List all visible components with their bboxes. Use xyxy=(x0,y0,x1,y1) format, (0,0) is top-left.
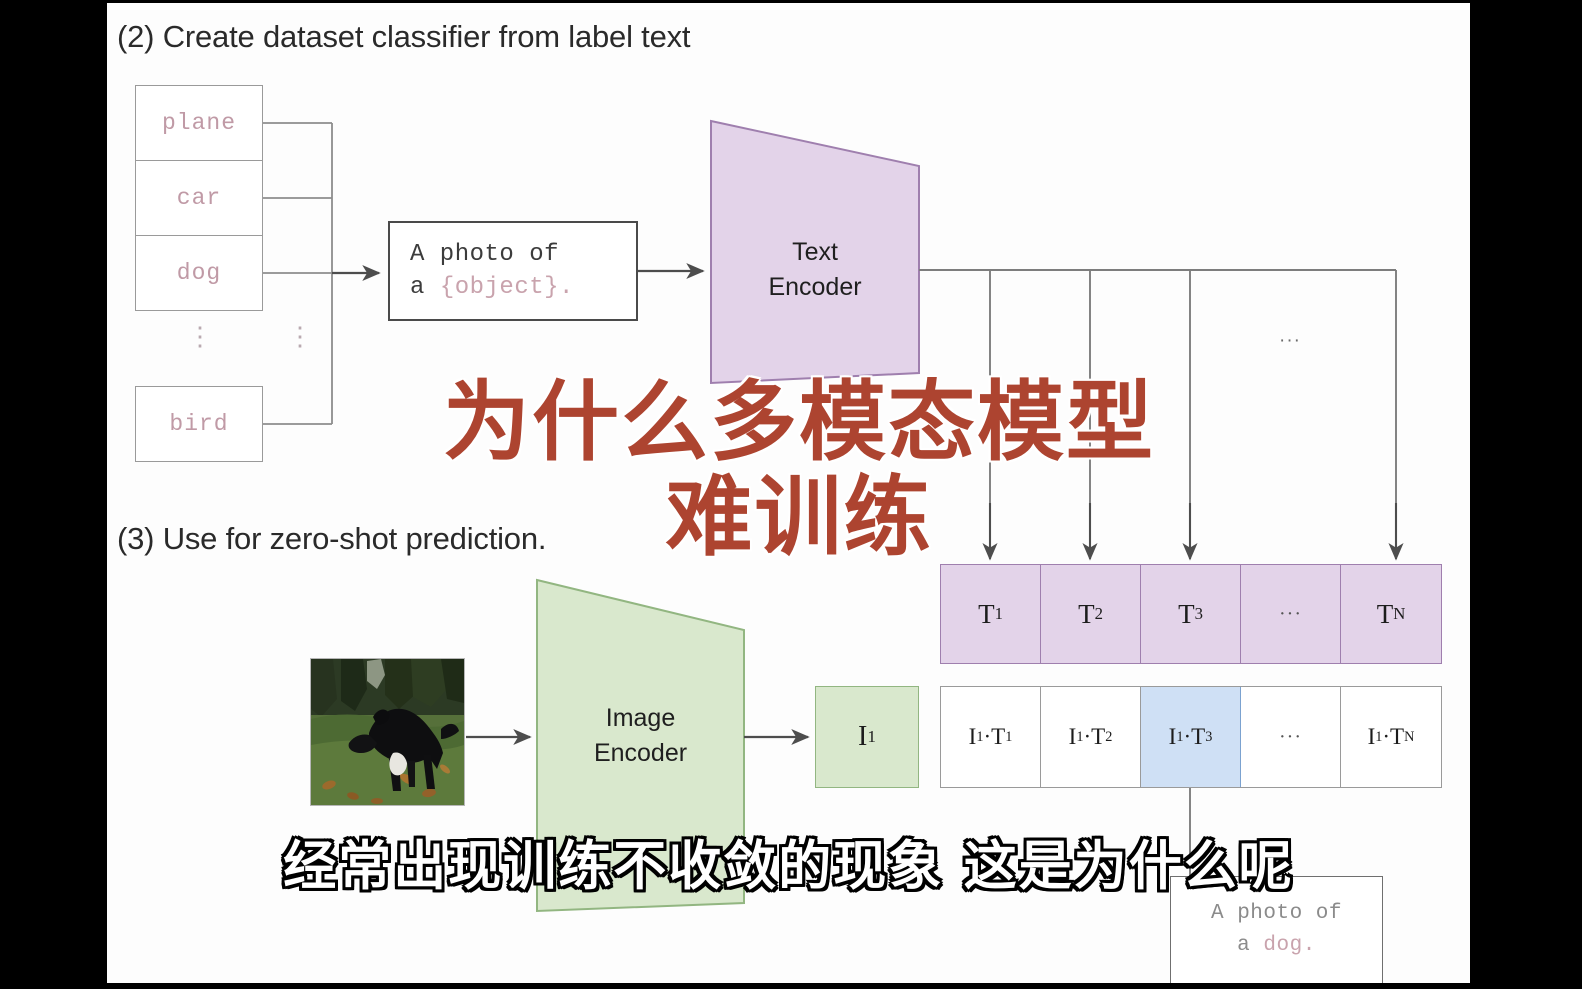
cell-right: T xyxy=(991,724,1006,749)
prompt-object-token: {object}. xyxy=(439,274,574,301)
cell-left-sub: 1 xyxy=(1176,728,1184,745)
video-subtitle-overlay: 经常出现训练不收敛的现象 这是为什么呢 xyxy=(283,836,1294,897)
cell-right: T xyxy=(1091,724,1106,749)
cell-dot: · xyxy=(1183,724,1192,749)
prompt-template-box[interactable]: A photo of a {object}. xyxy=(388,221,638,321)
step-3-heading: (3) Use for zero-shot prediction. xyxy=(117,521,547,556)
label-box-plane[interactable]: plane xyxy=(135,85,263,161)
diagram-wires xyxy=(263,119,1404,913)
cell-left: I xyxy=(1367,724,1376,749)
cell-base: T xyxy=(978,598,995,629)
cell-sub: 2 xyxy=(1094,604,1103,623)
vertical-ellipsis-labels: ⋮ xyxy=(187,322,213,351)
vertical-ellipsis-wires: ⋮ xyxy=(287,322,313,351)
result-line-2: a dog. xyxy=(1237,930,1316,962)
prompt-line-1: A photo of xyxy=(410,241,560,268)
result-line-2-prefix: a xyxy=(1237,934,1264,957)
cell-base: T xyxy=(1078,598,1095,629)
result-predicted-word: dog. xyxy=(1263,934,1316,957)
cell-right-sub: 1 xyxy=(1005,728,1013,745)
cell-dot: · xyxy=(1083,724,1092,749)
cell-left-sub: 1 xyxy=(976,728,984,745)
cell-left: I xyxy=(1068,724,1077,749)
video-title-overlay: 为什么多模态模型 难训练 xyxy=(443,371,1155,568)
cell-right-sub: 3 xyxy=(1205,728,1213,745)
cell-right: T xyxy=(1390,724,1405,749)
cell-dot: · xyxy=(1382,724,1391,749)
prompt-line-2-prefix: a xyxy=(410,274,440,301)
cell-sub: 3 xyxy=(1194,604,1203,623)
cell-left: ··· xyxy=(1279,725,1302,748)
cell-right: T xyxy=(1191,724,1206,749)
text-embedding-ellipsis-cell: ··· xyxy=(1241,565,1341,663)
cell-base: T xyxy=(1376,598,1394,629)
cell-base: ··· xyxy=(1279,602,1302,625)
cell-left: I xyxy=(1168,724,1177,749)
cell-right-sub: N xyxy=(1404,728,1415,745)
prompt-line-2: a {object}. xyxy=(410,271,636,304)
bus-ellipsis: ··· xyxy=(1279,330,1301,351)
image-embedding-base: I xyxy=(857,721,868,752)
input-image-dog xyxy=(310,658,465,806)
cell-sub: N xyxy=(1393,604,1406,623)
cell-left-sub: 1 xyxy=(1076,728,1084,745)
result-line-1: A photo of xyxy=(1210,902,1343,925)
prediction-result-box: A photo of a dog. xyxy=(1170,876,1383,983)
image-embedding-sub: 1 xyxy=(867,727,876,746)
step-2-heading: (2) Create dataset classifier from label… xyxy=(117,19,691,54)
cell-sub: 1 xyxy=(994,604,1003,623)
cell-left-sub: 1 xyxy=(1375,728,1383,745)
label-box-bird[interactable]: bird xyxy=(135,386,263,462)
cell-dot: · xyxy=(983,724,992,749)
label-box-dog[interactable]: dog xyxy=(135,235,263,311)
label-box-car[interactable]: car xyxy=(135,160,263,236)
slide-content: (2) Create dataset classifier from label… xyxy=(107,3,1470,983)
similarity-ellipsis-cell: ··· xyxy=(1241,687,1341,787)
cell-left: I xyxy=(968,724,977,749)
cell-base: T xyxy=(1178,598,1195,629)
cell-right-sub: 2 xyxy=(1105,728,1113,745)
